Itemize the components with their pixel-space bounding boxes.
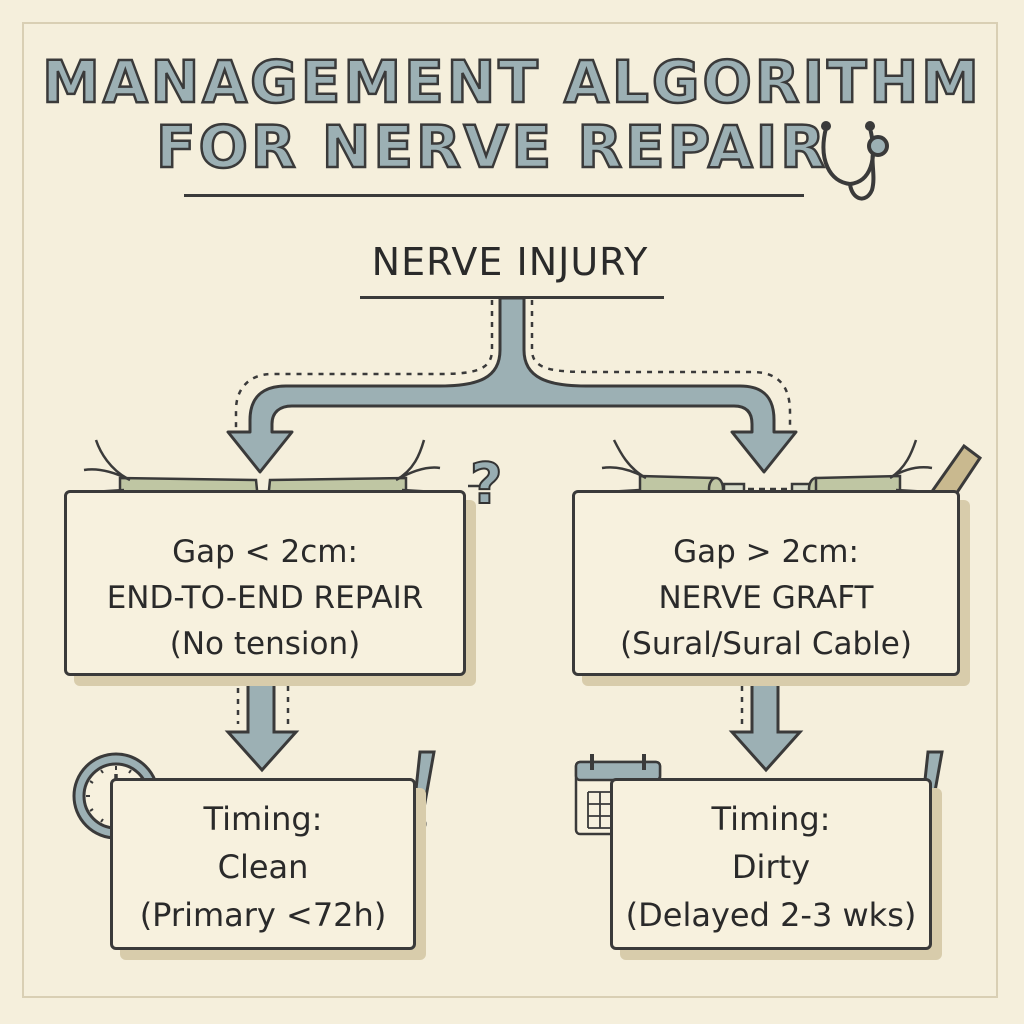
title-line-1: MANAGEMENT ALGORITHM: [41, 47, 982, 118]
node-text-line: (No tension): [169, 626, 361, 662]
root-node-nerve-injury: NERVE INJURY: [371, 240, 649, 284]
node-text-line: Timing:: [711, 800, 831, 838]
title-underline: [184, 194, 804, 197]
node-text-line: (Primary <72h): [139, 896, 387, 934]
root-underline: [360, 296, 664, 299]
node-text-line: (Delayed 2-3 wks): [625, 896, 917, 934]
node-text-line: (Sural/Sural Cable): [620, 626, 912, 662]
node-text-line: Gap > 2cm:: [673, 534, 859, 570]
node-timing-dirty: Timing: Dirty (Delayed 2-3 wks): [610, 778, 932, 950]
node-text-line: END-TO-END REPAIR: [106, 580, 424, 616]
node-text-line: Gap < 2cm:: [172, 534, 358, 570]
page-frame: [22, 22, 998, 998]
node-text-line: NERVE GRAFT: [658, 580, 874, 616]
node-text-line: Timing:: [203, 800, 323, 838]
node-timing-clean: Timing: Clean (Primary <72h): [110, 778, 416, 950]
title-line-2: FOR NERVE REPAIR: [155, 112, 828, 183]
node-end-to-end-repair: Gap < 2cm: END-TO-END REPAIR (No tension…: [64, 490, 466, 676]
node-text-line: Dirty: [731, 848, 811, 886]
question-mark-icon: ?: [469, 451, 504, 518]
node-text-line: Clean: [217, 848, 309, 886]
node-nerve-graft: Gap > 2cm: NERVE GRAFT (Sural/Sural Cabl…: [572, 490, 960, 676]
